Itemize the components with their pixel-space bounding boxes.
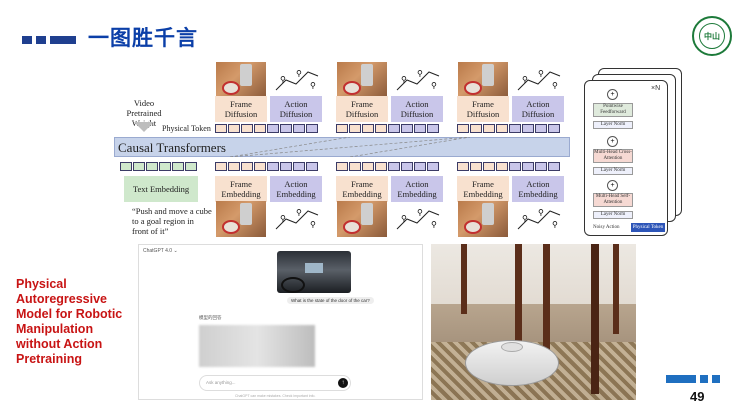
add-node-top: + — [607, 89, 618, 100]
robot-frame-image-1 — [216, 62, 266, 98]
action-trajectory-icon-6: ⚲ ⚲ ⚲ — [517, 208, 561, 230]
header-bar-1 — [22, 36, 32, 44]
robot-frame-image-2 — [337, 62, 387, 98]
slide-caption: Physical Autoregressive Model for Roboti… — [16, 277, 123, 366]
frame-diffusion-label-2: Frame Diffusion — [336, 96, 388, 122]
token-row-top-3 — [457, 124, 560, 133]
chat-input-placeholder: Ask anything... — [206, 380, 236, 385]
token-row-bottom-3 — [457, 162, 560, 171]
footer-bar-2 — [700, 375, 708, 383]
header-bar-2 — [36, 36, 46, 44]
svg-text:⚲: ⚲ — [296, 208, 302, 217]
chat-response-blurred — [199, 325, 315, 367]
causal-transformers-label: Causal Transformers — [118, 140, 226, 155]
chat-question-bubble: What is the state of the door of the car… — [287, 297, 374, 304]
footer-bar-1 — [666, 375, 696, 383]
car-interior-thumbnail — [277, 251, 351, 293]
svg-text:⚲: ⚲ — [417, 208, 423, 217]
action-trajectory-icon-1: ⚲ ⚲ ⚲ — [275, 69, 319, 91]
svg-text:⚲: ⚲ — [280, 75, 286, 84]
svg-text:⚲: ⚲ — [538, 208, 544, 217]
slide-title: 一图胜千言 — [88, 26, 198, 50]
action-diffusion-label-3: Action Diffusion — [512, 96, 564, 122]
feedforward-box: Pointwise Feedforward — [593, 103, 633, 117]
instruction-text: “Push and move a cube to a goal region i… — [132, 206, 212, 236]
action-diffusion-label-2: Action Diffusion — [391, 96, 443, 122]
svg-text:⚲: ⚲ — [431, 81, 437, 90]
action-trajectory-icon-4: ⚲ ⚲ ⚲ — [275, 208, 319, 230]
token-row-text — [120, 162, 197, 171]
add-node-low: + — [607, 180, 618, 191]
token-row-top-2 — [336, 124, 439, 133]
action-trajectory-icon-2: ⚲ ⚲ ⚲ — [396, 69, 440, 91]
attention-dashed-lines — [230, 137, 471, 157]
self-attention-box: Multi-Head Self-Attention — [593, 193, 633, 207]
svg-text:⚲: ⚲ — [417, 69, 423, 78]
action-diffusion-label-1: Action Diffusion — [270, 96, 322, 122]
cross-attention-box: Multi-Head Cross-Attention — [593, 149, 633, 163]
robot-frame-image-6 — [458, 201, 508, 237]
token-row-top-1 — [215, 124, 318, 133]
noisy-action-label: Noisy Action — [593, 225, 620, 230]
svg-text:⚲: ⚲ — [401, 75, 407, 84]
robot-vacuum-photo — [431, 244, 636, 400]
svg-text:⚲: ⚲ — [310, 81, 316, 90]
svg-text:⚲: ⚲ — [401, 214, 407, 223]
frame-diffusion-label-1: Frame Diffusion — [215, 96, 267, 122]
chat-response-label: 模型的回答 — [199, 315, 222, 320]
layer-norm-box-2: Layer Norm — [593, 167, 633, 175]
header-bar-3 — [50, 36, 76, 44]
token-row-bottom-2 — [336, 162, 439, 171]
text-embedding-label: Text Embedding — [124, 176, 198, 202]
robot-frame-image-3 — [458, 62, 508, 98]
robot-frame-image-5 — [337, 201, 387, 237]
frame-embedding-label-2: Frame Embedding — [336, 176, 388, 202]
chat-app-title: ChatGPT 4.0 ⌄ — [143, 248, 178, 254]
chatgpt-screenshot: ChatGPT 4.0 ⌄ What is the state of the d… — [138, 244, 423, 400]
svg-text:⚲: ⚲ — [296, 69, 302, 78]
svg-text:⚲: ⚲ — [538, 69, 544, 78]
causal-transformers-bar — [114, 137, 570, 157]
add-node-mid: + — [607, 136, 618, 147]
physical-token-label: Physical Token — [162, 124, 211, 133]
svg-text:⚲: ⚲ — [522, 75, 528, 84]
physical-token-box: Physical Token — [631, 223, 665, 232]
block-repeat-label: ×N — [651, 85, 661, 92]
action-embedding-label-2: Action Embedding — [391, 176, 443, 202]
svg-text:⚲: ⚲ — [431, 220, 437, 229]
action-embedding-label-3: Action Embedding — [512, 176, 564, 202]
frame-embedding-label-1: Frame Embedding — [215, 176, 267, 202]
layer-norm-box-3: Layer Norm — [593, 211, 633, 219]
action-trajectory-icon-3: ⚲ ⚲ ⚲ — [517, 69, 561, 91]
frame-diffusion-label-3: Frame Diffusion — [457, 96, 509, 122]
page-number: 49 — [690, 389, 705, 404]
svg-text:⚲: ⚲ — [310, 220, 316, 229]
send-icon[interactable]: ↑ — [338, 378, 348, 388]
svg-text:⚲: ⚲ — [552, 220, 558, 229]
robot-frame-image-4 — [216, 201, 266, 237]
action-trajectory-icon-5: ⚲ ⚲ ⚲ — [396, 208, 440, 230]
svg-text:⚲: ⚲ — [552, 81, 558, 90]
chat-footer-note: ChatGPT can make mistakes. Check importa… — [235, 394, 316, 398]
action-embedding-label-1: Action Embedding — [270, 176, 322, 202]
layer-norm-box-1: Layer Norm — [593, 121, 633, 129]
svg-text:⚲: ⚲ — [280, 214, 286, 223]
frame-embedding-label-3: Frame Embedding — [457, 176, 509, 202]
transformer-block: ×N + Pointwise Feedforward Layer Norm + … — [584, 80, 668, 236]
token-row-bottom-1 — [215, 162, 318, 171]
pretrained-weight-arrow — [134, 122, 154, 132]
footer-bar-3 — [712, 375, 720, 383]
svg-text:⚲: ⚲ — [522, 214, 528, 223]
chat-input-box[interactable]: Ask anything... ↑ — [199, 375, 351, 391]
university-seal-logo: 中山 — [692, 16, 732, 56]
